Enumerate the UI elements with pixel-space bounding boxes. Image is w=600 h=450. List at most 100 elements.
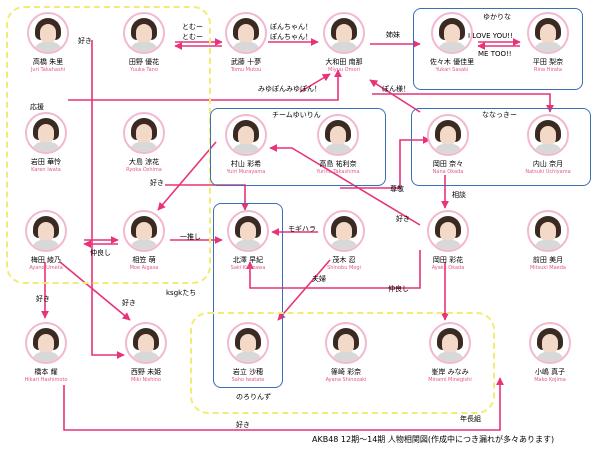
label-ouen: 応援 [30,103,44,111]
member-name: 岡田 彩花 [432,256,464,264]
member-name: 茂木 忍 [332,256,356,264]
member-name: 高島 祐利奈 [319,160,357,168]
member-name: 村山 彩希 [230,160,262,168]
portrait [429,322,471,364]
edge-team-owada [299,73,331,93]
member-name: 内山 奈月 [532,160,564,168]
portrait [27,12,69,54]
edge-sonkei [340,136,431,189]
member-name: 佐々木 優佳里 [429,58,475,66]
member-takashima: 高島 祐利奈 Yurina Takashima [298,114,378,198]
member-uchiyama: 内山 奈月 Natsuki Uchiyama [508,114,588,198]
portrait [527,12,569,54]
member-name: 田野 優花 [128,58,160,66]
portrait [225,114,267,156]
member-romaji: Saki Kitazawa [230,265,266,271]
member-mogi: 茂木 忍 Shinobu Mogi [304,210,384,294]
member-romaji: Nana Okada [432,169,464,175]
group-yukarina [413,8,583,90]
edge-bottom-suki [63,377,504,431]
member-aigasa: 相笠 萌 Moe Aigasa [104,210,184,294]
chart-footer: AKB48 12期～14期 人物相関図(作成中につき漏れが多々あります) [312,435,555,444]
member-name: 武藤 十夢 [230,58,262,66]
portrait [431,12,473,54]
member-romaji: Yuiri Murayama [226,169,266,175]
member-umeta: 梅田 綾乃 Ayano Umeta [6,210,86,294]
group-label-team-yuirin: チームゆいりん [272,111,321,119]
label-nakayoshi-right: 仲良し [388,285,409,293]
portrait [25,112,67,154]
member-romaji: Ayana Shinozaki [325,377,367,383]
member-name: 前田 美月 [532,256,564,264]
member-name: 篠崎 彩奈 [330,368,362,376]
member-romaji: Moe Aigasa [129,265,159,271]
member-romaji: Ayano Umeta [29,265,63,271]
portrait [123,112,165,154]
member-romaji: Karen Iwata [31,167,61,173]
label-nakayoshi-left: 仲良し [90,249,111,257]
edge-okada-aya-kitazawa [246,250,421,289]
member-name: 北澤 早紀 [232,256,264,264]
member-kitazawa: 北澤 早紀 Saki Kitazawa [208,210,288,294]
edge-mogi-iwatate [277,259,331,321]
label-suki-bm: 好き [122,299,136,307]
label-sonkei: 尊敬 [390,185,404,193]
member-romaji: Yuuka Tano [130,67,158,73]
label-suki-left: 好き [150,179,164,187]
label-suki-bottom: 好き [236,421,250,429]
member-romaji: Yukari Sasaki [435,67,469,73]
member-name: 高橋 朱里 [32,58,64,66]
label-ponsama: ぽん様！ [382,85,410,93]
member-name: 平田 梨奈 [532,58,564,66]
group-label-ksgk: ksgkたち [166,289,197,297]
member-romaji: Saho Iwatate [231,377,265,383]
member-romaji: Miyuu Omori [328,67,360,73]
label-me-too: ME TOO!! [478,50,512,58]
edge-takahashi-nishino [91,40,125,359]
group-yellow-bottom [190,312,495,414]
member-name: 小嶋 真子 [534,368,566,376]
member-iwatate: 岩立 沙穂 Saho Iwatate [208,322,288,406]
label-ichioshi: 一推し [180,233,201,241]
label-miyupon: みゆぽんみゆぽん！ [258,85,321,93]
edge-murayama-aigasa [157,141,217,211]
member-romaji: Shinobu Mogi [327,265,361,271]
label-ponchan-1: ぽんちゃん！ [270,23,312,31]
portrait [125,322,167,364]
label-suki-mid: 好き [396,215,410,223]
member-romaji: Mako Kojima [534,377,566,383]
portrait [227,322,269,364]
portrait [323,210,365,252]
label-suki-bl: 好き [36,295,50,303]
member-romaji: Yurina Takashima [316,169,360,175]
group-nanakki [411,108,591,186]
label-suki-top: 好き [78,37,92,45]
group-nororinzu [213,203,283,388]
label-tomu-2: とむー [182,33,203,41]
member-name: 橋本 耀 [34,368,58,376]
member-romaji: Rina Hirata [534,67,562,73]
member-minegishi: 峯岸 みなみ Minami Minegishi [410,322,490,406]
member-name: 大和田 南那 [325,58,363,66]
member-romaji: Minami Minegishi [428,377,472,383]
portrait [427,114,469,156]
portrait [325,322,367,364]
member-romaji: Mitsuki Maeda [529,265,566,271]
member-name: 岩田 華怜 [30,158,62,166]
portrait [123,210,165,252]
member-okada-aya: 岡田 彩花 Ayaka Okada [408,210,488,294]
member-name: 峯岸 みなみ [431,368,469,376]
portrait [427,210,469,252]
member-name: 岡田 奈々 [432,160,464,168]
edge-iwata-owada [68,69,342,101]
edge-nana-owada [369,79,421,113]
portrait [25,322,67,364]
member-romaji: Tomu Mutou [230,67,262,73]
portrait [123,12,165,54]
member-romaji: Hikari Hashimoto [24,377,68,383]
member-tano: 田野 優花 Yuuka Tano [104,12,184,96]
member-name: 西野 未姫 [130,368,162,376]
portrait [527,114,569,156]
group-label-yukarina: ゆかりな [483,13,511,21]
